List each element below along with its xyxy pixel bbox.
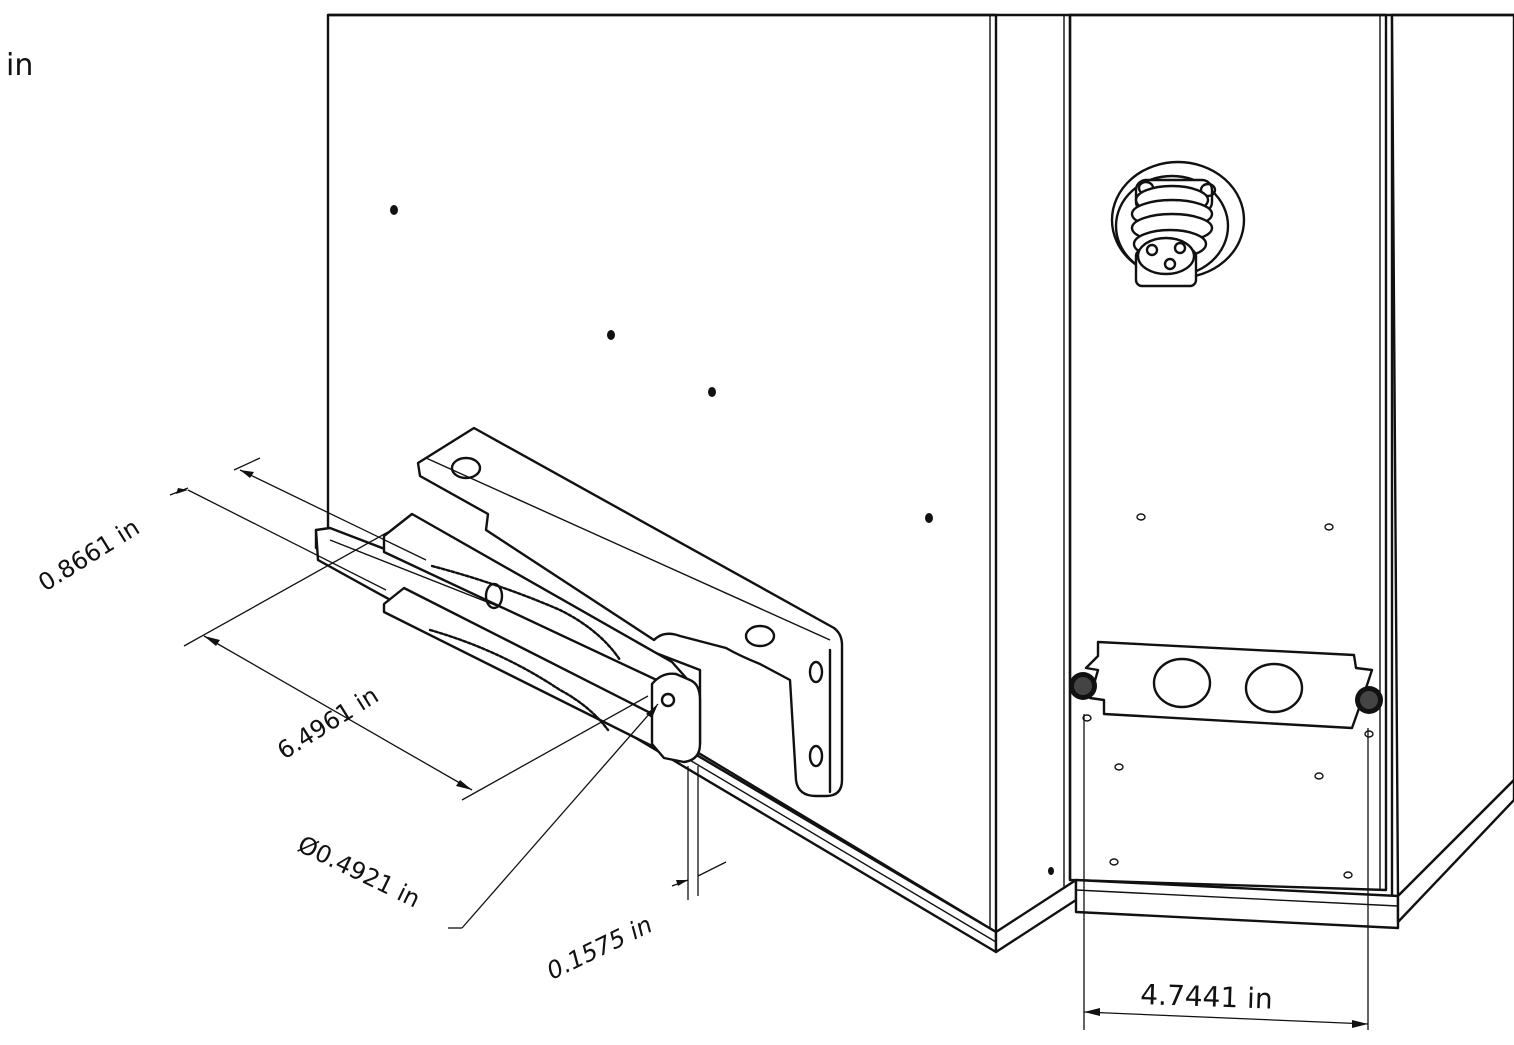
dimension-thickness: 0.1575 in xyxy=(542,766,727,985)
dim-label-thickness: 0.1575 in xyxy=(542,910,656,985)
dim-label-spacing: 4.7441 in xyxy=(1140,978,1273,1016)
screw-dot xyxy=(925,513,933,523)
plate-hole xyxy=(1244,662,1304,714)
dim-label-diameter: Ø0.4921 in xyxy=(293,830,424,913)
screw-dot xyxy=(708,387,716,397)
right-panel xyxy=(1390,13,1514,898)
round-connector xyxy=(1110,160,1246,288)
plate-hole xyxy=(1152,657,1212,709)
screw-dot xyxy=(1343,871,1353,879)
dimension-spacing: 4.7441 in xyxy=(1083,714,1369,1030)
chamfer-left xyxy=(994,878,1078,954)
screw-dot xyxy=(1314,772,1324,780)
screw-holes xyxy=(390,205,1353,879)
dim-label-width: 0.8661 in xyxy=(33,513,144,597)
screw-dot xyxy=(607,330,615,340)
right-chamfer xyxy=(1396,778,1514,924)
middle-panel xyxy=(1068,13,1388,892)
screw-dot xyxy=(1136,513,1146,521)
screw-dot xyxy=(390,205,398,215)
screw-dot xyxy=(1324,523,1334,531)
dimension-diameter: Ø0.4921 in xyxy=(293,703,659,929)
screw-dot xyxy=(1048,867,1054,875)
screw-dot xyxy=(1109,858,1119,866)
units-label: in xyxy=(6,48,34,83)
dim-label-length: 6.4961 in xyxy=(272,681,383,765)
screw-dot xyxy=(1114,763,1124,771)
access-plate xyxy=(1069,640,1383,738)
middle-plinth xyxy=(1074,878,1400,930)
